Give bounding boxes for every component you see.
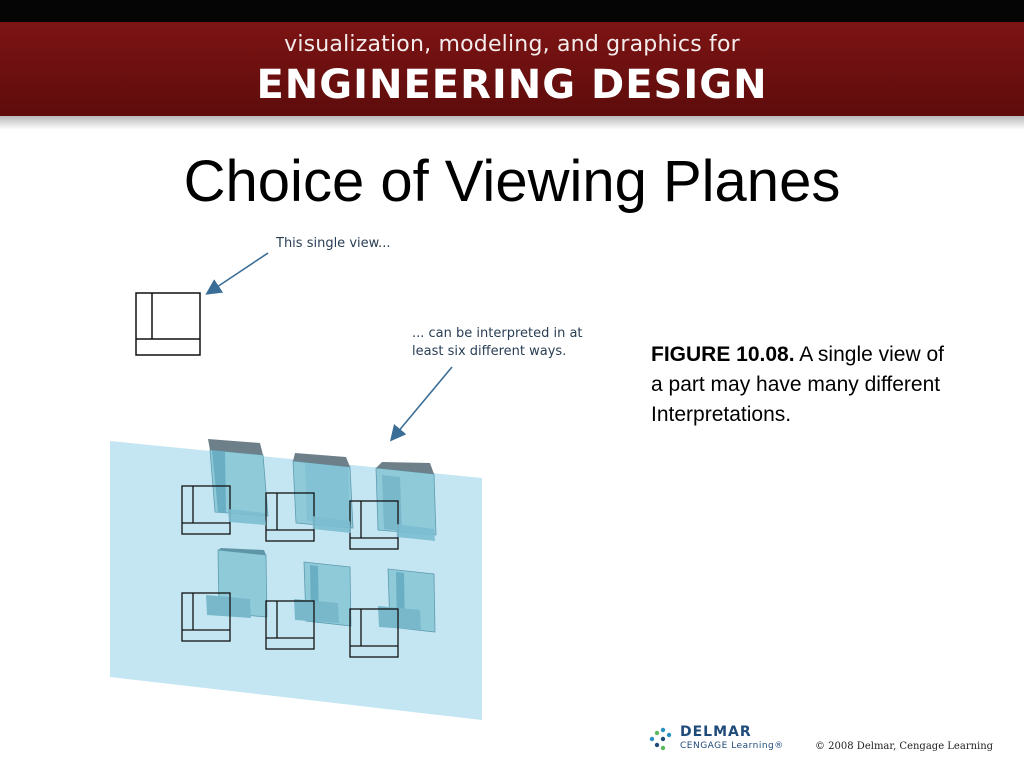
figure-caption: FIGURE 10.08. A single view of a part ma… bbox=[651, 340, 951, 430]
logo-subtitle-text: CENGAGE Learning bbox=[680, 741, 775, 751]
logo-subtitle: CENGAGE Learning® bbox=[680, 741, 784, 751]
header-banner: visualization, modeling, and graphics fo… bbox=[0, 22, 1024, 116]
logo-name: DELMAR bbox=[680, 724, 752, 740]
callout-single-view: This single view... bbox=[276, 236, 391, 251]
outline-views-row2 bbox=[181, 592, 399, 658]
callout-six-line1: ... can be interpreted in at bbox=[412, 326, 583, 341]
block-3 bbox=[375, 462, 437, 536]
banner-title: ENGINEERING DESIGN bbox=[256, 62, 768, 108]
block-5 bbox=[294, 561, 352, 627]
caption-label: FIGURE 10.08. bbox=[651, 343, 795, 366]
banner-subtitle: visualization, modeling, and graphics fo… bbox=[284, 32, 740, 57]
delmar-logo: DELMAR CENGAGE Learning® bbox=[648, 724, 798, 754]
block-1 bbox=[208, 439, 269, 517]
figure-illustration bbox=[100, 225, 600, 730]
block-2 bbox=[292, 453, 354, 529]
figure-drawing bbox=[110, 252, 482, 720]
banner-shadow bbox=[0, 116, 1024, 130]
copyright: © 2008 Delmar, Cengage Learning bbox=[815, 741, 994, 752]
arrow-six bbox=[389, 366, 453, 442]
caption-text: A single view of a part may have many di… bbox=[651, 343, 944, 426]
delmar-logo-mark-icon bbox=[649, 727, 672, 751]
callout-six-line2: least six different ways. bbox=[412, 344, 567, 359]
callout-six-ways: ... can be interpreted in at least six d… bbox=[412, 325, 602, 361]
top-bar bbox=[0, 0, 1024, 22]
slide-title: Choice of Viewing Planes bbox=[183, 149, 841, 214]
logo-registered-mark: ® bbox=[774, 741, 784, 751]
arrow-single bbox=[205, 252, 269, 295]
single-view bbox=[135, 292, 201, 356]
